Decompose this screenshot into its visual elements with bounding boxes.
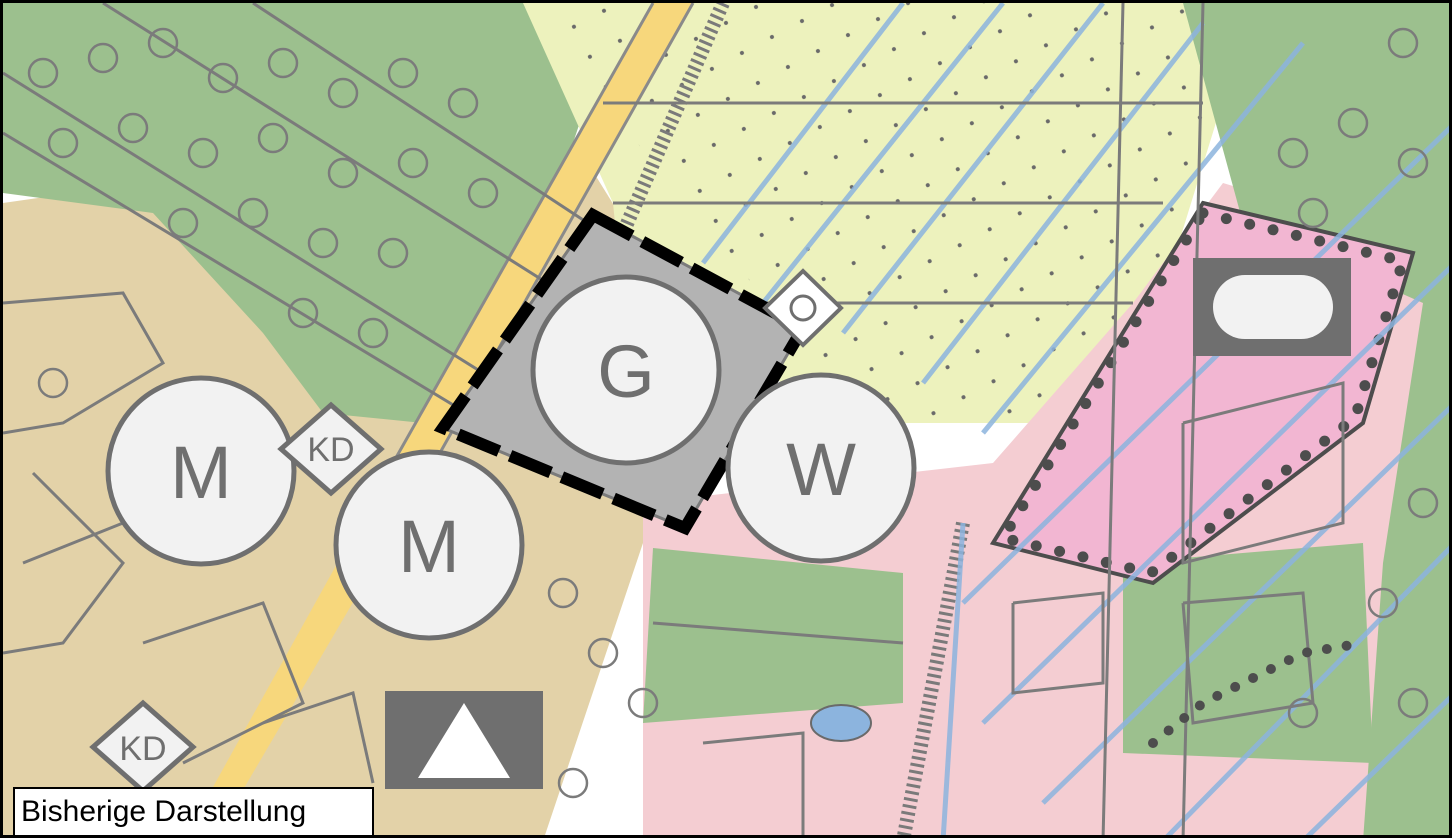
zone-symbol-misch-west[interactable]: M <box>105 375 297 567</box>
forest-area-east <box>1183 3 1449 835</box>
hedge-line-south-east <box>1148 638 1368 748</box>
green-area-central <box>643 548 903 723</box>
zone-label-wohnen: W <box>786 428 856 511</box>
plan-change-boundary <box>433 207 812 536</box>
road-edge-west <box>391 3 655 464</box>
white-triangle-icon[interactable] <box>385 691 543 789</box>
zone-symbol-wohnen[interactable]: W <box>725 372 917 564</box>
rail-corridor-south <box>897 521 970 835</box>
sports-field-icon[interactable] <box>1193 258 1351 356</box>
special-area-dot-border <box>994 207 1410 579</box>
zone-symbol-gewerbe[interactable]: G <box>530 274 722 466</box>
kd-label-lower: KD <box>119 730 166 768</box>
zone-symbol-misch-south[interactable]: M <box>333 449 525 641</box>
small-diamond-icon <box>762 268 844 348</box>
kd-label-upper: KD <box>307 431 354 469</box>
zone-symbol-layer: G W M M KD KD <box>89 258 1351 795</box>
tree-symbols <box>27 27 1439 799</box>
zone-label-gewerbe: G <box>597 330 655 413</box>
monument-symbol-kd-lower[interactable]: KD <box>89 699 197 795</box>
monument-symbol-kd-upper[interactable]: KD <box>277 401 385 497</box>
zone-label-misch-west: M <box>170 431 232 514</box>
map-caption: Bisherige Darstellung <box>13 787 374 835</box>
main-road <box>186 3 693 835</box>
zone-label-misch-south: M <box>398 505 460 588</box>
pond <box>810 704 872 742</box>
forest-area-north-west <box>3 3 583 423</box>
